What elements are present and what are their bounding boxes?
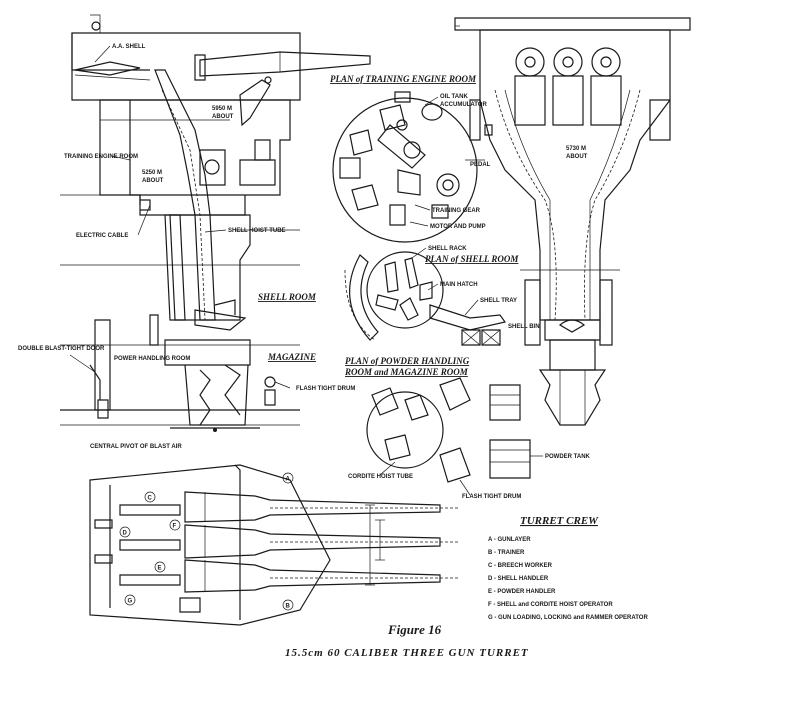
label-aa-shell: A.A. SHELL bbox=[112, 44, 146, 50]
label-accumulator: ACCUMULATOR bbox=[440, 102, 487, 108]
label-power-handling-room: POWER HANDLING ROOM bbox=[114, 356, 190, 362]
label-flash-tight-drum-2: FLASH TIGHT DRUM bbox=[462, 494, 521, 500]
label-powder-tank: POWDER TANK bbox=[545, 454, 591, 460]
turret-top-plan bbox=[89, 464, 460, 626]
turret-crew-legend: TURRET CREW A - GUNLAYER B - TRAINER C -… bbox=[488, 515, 648, 621]
crew-item-d: D - SHELL HANDLER bbox=[488, 576, 549, 582]
label-dim-5250: 5250 m bbox=[142, 170, 162, 176]
figure-caption: 15.5cm 60 CALIBER THREE GUN TURRET bbox=[285, 647, 529, 659]
label-shell-tray: SHELL TRAY bbox=[480, 298, 517, 304]
plan-training-engine-room-drawing bbox=[332, 91, 485, 243]
crew-position-markers: A B C D E F G bbox=[119, 472, 294, 611]
crew-item-e: E - POWDER HANDLER bbox=[488, 589, 556, 595]
marker-f: F bbox=[173, 524, 177, 530]
label-electric-cable: ELECTRIC CABLE bbox=[76, 233, 128, 239]
label-cordite-hoist-tube: CORDITE HOIST TUBE bbox=[348, 474, 413, 480]
plan-powder-handling-drawing bbox=[366, 377, 531, 483]
marker-d: D bbox=[123, 531, 128, 537]
side-elevation bbox=[60, 14, 371, 432]
crew-item-g: G - GUN LOADING, LOCKING and RAMMER OPER… bbox=[488, 615, 648, 621]
label-dim-5250-sub: ABOUT bbox=[142, 178, 164, 184]
label-flash-tight-drum-1: FLASH TIGHT DRUM bbox=[296, 386, 355, 392]
marker-c: C bbox=[148, 496, 153, 502]
crew-title: TURRET CREW bbox=[520, 515, 599, 527]
label-plan-shell-room: PLAN of SHELL ROOM bbox=[425, 254, 519, 264]
label-shell-room: SHELL ROOM bbox=[258, 292, 317, 302]
label-dim-5950: 5950 m bbox=[212, 106, 232, 112]
label-plan-powder-handling: PLAN of POWDER HANDLING bbox=[345, 356, 470, 366]
label-double-blast-tight-door: DOUBLE BLAST-TIGHT DOOR bbox=[18, 346, 105, 352]
marker-b: B bbox=[286, 604, 291, 610]
label-room-and-magazine-room: ROOM and MAGAZINE ROOM bbox=[344, 367, 469, 377]
label-dim-5730-sub: ABOUT bbox=[566, 154, 588, 160]
label-magazine: MAGAZINE bbox=[267, 352, 316, 362]
figure-number: Figure 16 bbox=[387, 622, 442, 637]
marker-e: E bbox=[158, 566, 162, 572]
label-plan-training-engine-room: PLAN of TRAINING ENGINE ROOM bbox=[330, 74, 477, 84]
crew-item-c: C - BREECH WORKER bbox=[488, 563, 553, 569]
marker-a: A bbox=[286, 477, 291, 483]
crew-item-b: B - TRAINER bbox=[488, 550, 525, 556]
label-dim-5950-sub: ABOUT bbox=[212, 114, 234, 120]
label-pedal: PEDAL bbox=[470, 162, 491, 168]
label-oil-tank: OIL TANK bbox=[440, 94, 468, 100]
label-shell-rack: SHELL RACK bbox=[428, 246, 467, 252]
label-training-gear: TRAINING GEAR bbox=[432, 208, 481, 214]
label-main-hatch: MAIN HATCH bbox=[440, 282, 478, 288]
crew-item-f: F - SHELL and CORDITE HOIST OPERATOR bbox=[488, 602, 613, 608]
front-elevation bbox=[454, 17, 691, 426]
label-central-pivot: CENTRAL PIVOT OF BLAST AIR bbox=[90, 444, 182, 450]
label-dim-5730: 5730 m bbox=[566, 146, 586, 152]
crew-item-a: A - GUNLAYER bbox=[488, 537, 531, 543]
plan-shell-room-drawing bbox=[344, 251, 507, 346]
label-shell-bin: SHELL BIN bbox=[508, 324, 540, 330]
label-training-engine-room: TRAINING ENGINE ROOM bbox=[64, 154, 138, 160]
label-motor-and-pump: MOTOR and PUMP bbox=[430, 224, 486, 230]
label-shell-hoist-tube: SHELL HOIST TUBE bbox=[228, 228, 286, 234]
marker-g: G bbox=[128, 599, 133, 605]
